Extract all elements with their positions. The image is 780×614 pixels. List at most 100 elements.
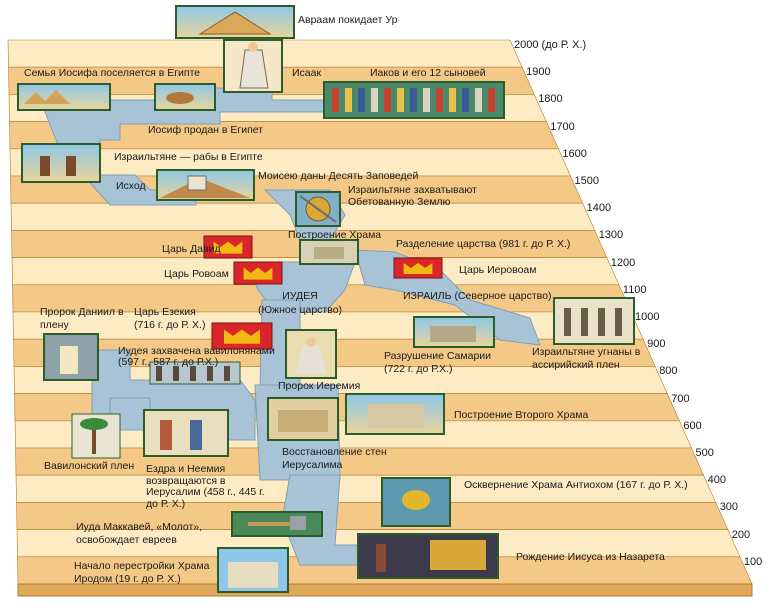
label-temple: Построение Храма (288, 229, 382, 241)
year-label: 1700 (550, 120, 575, 133)
babylon-illustration (71, 413, 121, 459)
figure (207, 366, 213, 381)
assyria-illustration (553, 297, 635, 345)
label-promised-land: Израильтяне захватывают Обетованную Земл… (348, 184, 477, 208)
label-joseph-sold: Иосиф продан в Египет (148, 124, 264, 136)
label-antiochus: Осквернение Храма Антиохом (167 г. до Р.… (464, 479, 688, 491)
year-label: 900 (647, 338, 666, 351)
label-herod: Начало перестройки Храма Иродом (19 г. д… (74, 560, 210, 585)
year-label: 100 (743, 555, 763, 568)
crown-icon (233, 261, 283, 285)
year-label: 1100 (622, 283, 647, 296)
figure (173, 366, 179, 381)
year-label: 1400 (586, 202, 612, 215)
label-hezekiah: Царь Езекия (716 г. до Р. Х.) (134, 306, 206, 331)
figure (449, 88, 456, 112)
figure (345, 88, 352, 112)
label-exodus: Исход (116, 180, 146, 192)
year-label: 2000 (до Р. Х.) (514, 39, 587, 51)
isaac-illustration (223, 39, 283, 93)
figure (598, 308, 605, 336)
crowns (203, 235, 443, 350)
figure (564, 308, 571, 336)
figure (371, 88, 378, 112)
figure (156, 366, 162, 381)
figure (332, 88, 339, 112)
herod-illustration (217, 547, 289, 593)
figure (190, 366, 196, 381)
label-judea-sub: (Южное царство) (257, 304, 343, 316)
camel-illustration (154, 83, 216, 111)
slaves-illustration (21, 143, 101, 183)
board-edge (17, 583, 753, 597)
year-label: 500 (695, 447, 714, 459)
crown-icon (203, 235, 253, 259)
label-jacob: Иаков и его 12 сыновей (370, 67, 486, 79)
samaria-illustration (413, 316, 495, 348)
label-division: Разделение царства (981 г. до Р. Х.) (396, 238, 571, 250)
figure (488, 88, 495, 112)
label-israel: ИЗРАИЛЬ (Северное царство) (403, 290, 552, 302)
year-label: 800 (659, 365, 678, 378)
figure (384, 88, 391, 112)
shield-illustration (295, 191, 341, 227)
year-label: 700 (671, 392, 690, 405)
label-slaves: Израильтяне — рабы в Египте (114, 151, 263, 163)
year-label: 1200 (610, 256, 636, 269)
label-daniel: Пророк Даниил в плену (40, 306, 124, 331)
year-label: 400 (707, 474, 726, 487)
figure (358, 88, 365, 112)
daniel-illustration (43, 333, 99, 381)
captured-illustration (149, 361, 241, 385)
year-label: 1600 (562, 147, 587, 160)
year-label: 1300 (598, 229, 624, 242)
label-rehoboam: Царь Ровоам (164, 268, 229, 280)
jacob-sons-illustration (323, 81, 505, 119)
figure (423, 88, 430, 112)
ezra-illustration (143, 409, 229, 457)
label-maccabee: Иуда Маккавей, «Молот», освобождает евре… (76, 521, 203, 546)
figure (581, 308, 588, 336)
label-judea: ИУДЕЯ (282, 290, 318, 302)
crown-icon (393, 257, 443, 279)
label-jeremiah: Пророк Иеремия (278, 380, 361, 392)
figure (462, 88, 469, 112)
joseph-family-illustration (17, 83, 111, 111)
temple-illustration (299, 239, 359, 265)
illustrations (17, 5, 635, 593)
label-david: Царь Давид (162, 243, 221, 255)
label-second-temple: Построение Второго Храма (454, 409, 589, 421)
walls-illustration (267, 397, 339, 441)
year-label: 1000 (635, 311, 660, 323)
label-judea-captured: Иудея захвачена вавилонянами (597 г., 58… (118, 345, 275, 368)
label-jeroboam: Царь Иеровоам (459, 264, 537, 276)
label-jesus: Рождение Иисуса из Назарета (516, 551, 665, 563)
figure (475, 88, 482, 112)
antiochus-illustration (381, 477, 451, 527)
figure (615, 308, 622, 336)
label-commandments: Моисею даны Десять Заповедей (258, 170, 419, 182)
year-label: 1800 (538, 93, 563, 106)
label-isaac: Исаак (292, 67, 322, 79)
year-label: 200 (731, 528, 751, 541)
figure (224, 366, 230, 381)
label-ezra: Ездра и Неемия возвращаются в Иерусалим … (146, 463, 265, 510)
year-label: 1900 (526, 66, 551, 79)
nativity-illustration (357, 533, 499, 579)
crown-icon (211, 322, 273, 350)
figure (410, 88, 417, 112)
jeremiah-illustration (285, 329, 337, 379)
label-babylon: Вавилонский плен (44, 460, 135, 472)
hammer-illustration (231, 511, 323, 537)
figure (436, 88, 443, 112)
label-joseph-family: Семья Иосифа поселяется в Египте (24, 67, 201, 79)
label-assyria: Израильтяне угнаны в ассирийский плен (532, 346, 641, 371)
label-walls: Восстановление стен Иерусалима (282, 446, 387, 471)
ziggurat-illustration (175, 5, 295, 39)
year-label: 300 (719, 501, 739, 514)
label-samaria: Разрушение Самарии (722 г. до Р.Х.) (384, 350, 492, 375)
commandments-illustration (156, 169, 255, 201)
year-label: 1500 (574, 175, 599, 187)
figure (397, 88, 404, 112)
